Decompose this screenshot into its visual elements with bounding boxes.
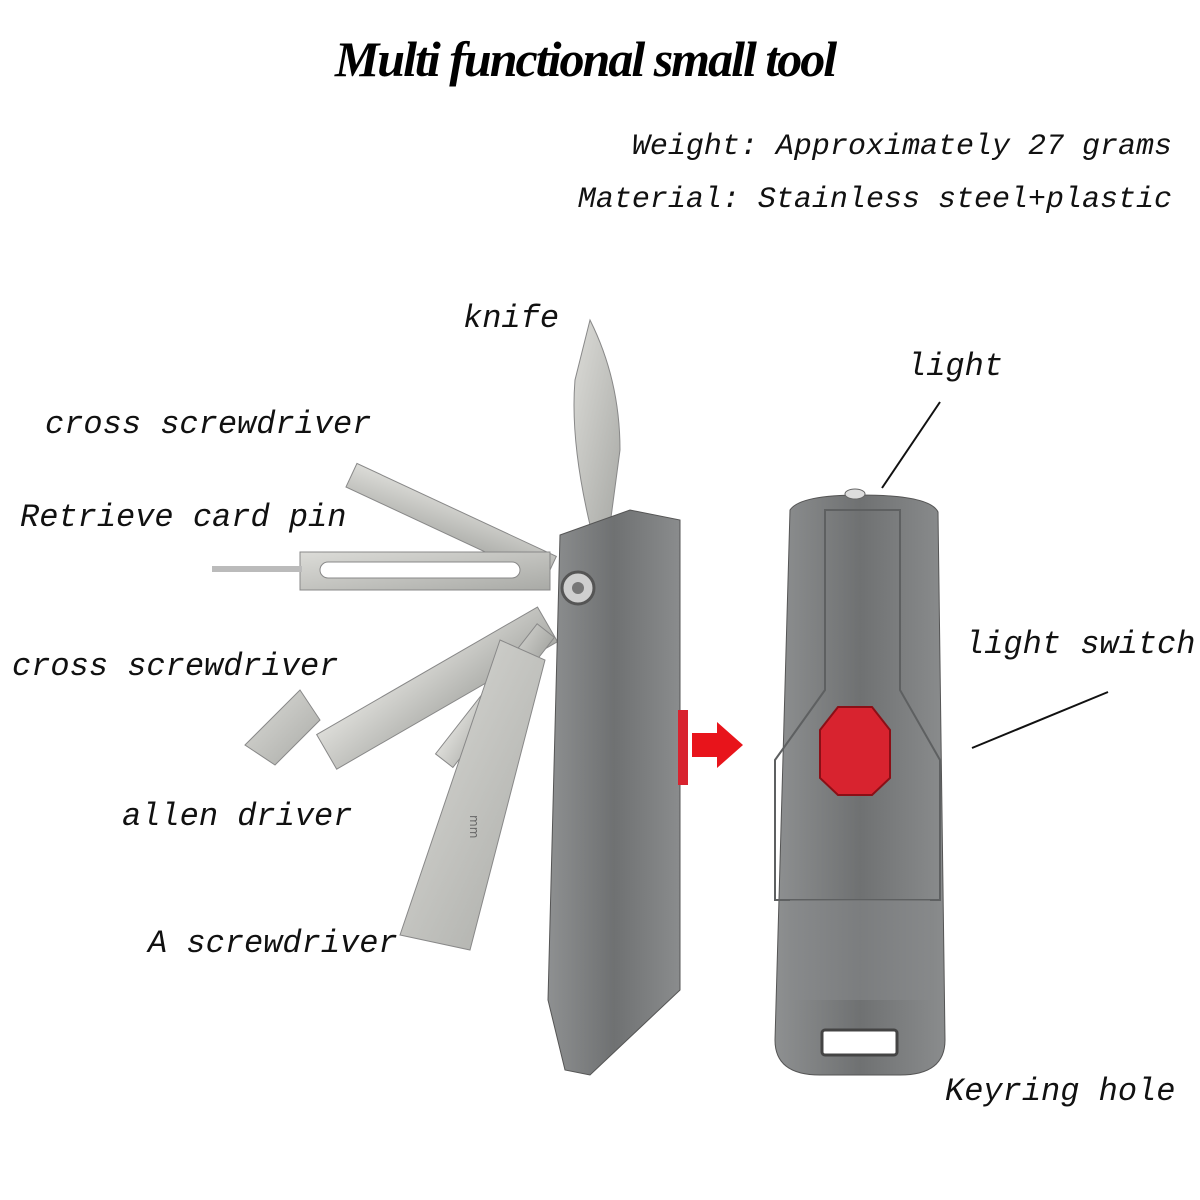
arrow-icon — [692, 722, 743, 768]
page-title: Multi functional small tool — [334, 31, 837, 87]
cross-screwdriver-top — [345, 462, 558, 581]
a-screwdriver — [399, 639, 546, 951]
label-light-switch: light switch — [965, 626, 1196, 663]
allen-driver — [244, 689, 321, 766]
card-pin — [212, 551, 551, 591]
label-knife: knife — [463, 300, 560, 337]
keyring-hole — [820, 1028, 899, 1057]
label-light: light — [907, 348, 1004, 385]
label-allen-driver: allen driver — [122, 798, 353, 835]
ruler-mark: mm — [467, 815, 481, 838]
label-keyring-hole: Keyring hole — [945, 1073, 1176, 1110]
tool-handle — [547, 509, 681, 1076]
label-cross-screwdriver-mid: cross screwdriver — [12, 648, 339, 685]
knife-blade — [573, 318, 621, 526]
material-spec: Material: Stainless steel+plastic — [577, 183, 1172, 217]
label-card-pin: Retrieve card pin — [20, 499, 347, 536]
weight-spec: Weight: Approximately 27 grams — [631, 130, 1172, 164]
label-a-screwdriver: A screwdriver — [148, 925, 398, 962]
switch-edge — [678, 710, 688, 785]
label-cross-screwdriver-top: cross screwdriver — [45, 406, 372, 443]
led — [844, 488, 866, 500]
light-switch-button — [819, 706, 891, 796]
